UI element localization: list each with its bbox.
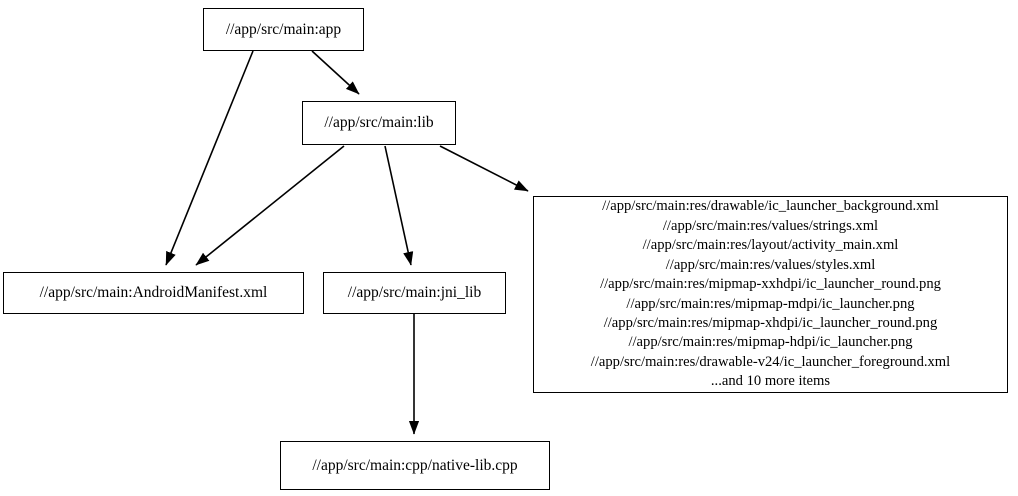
edge-lib-to-jni-lib (384, 145, 414, 266)
graph-node-native-lib-label: //app/src/main:cpp/native-lib.cpp (312, 456, 518, 474)
graph-node-res-bundle-label: //app/src/main:res/drawable/ic_launcher_… (590, 198, 951, 390)
graph-node-res-bundle[interactable]: //app/src/main:res/drawable/ic_launcher_… (533, 196, 1008, 393)
edge-app-to-lib (311, 50, 360, 95)
graph-node-app-label: //app/src/main:app (225, 20, 342, 38)
graph-node-jni-lib-label: //app/src/main:jni_lib (347, 284, 482, 302)
edge-lib-to-manifest (195, 145, 345, 266)
graph-node-jni-lib[interactable]: //app/src/main:jni_lib (323, 272, 506, 314)
graph-node-android-manifest-label: //app/src/main:AndroidManifest.xml (39, 284, 268, 302)
graph-node-lib[interactable]: //app/src/main:lib (302, 101, 456, 145)
edge-lib-to-res-bundle (439, 145, 529, 192)
graph-node-native-lib[interactable]: //app/src/main:cpp/native-lib.cpp (280, 441, 550, 490)
graph-node-app[interactable]: //app/src/main:app (203, 8, 364, 51)
graph-node-lib-label: //app/src/main:lib (324, 114, 434, 132)
edge-app-to-manifest (165, 50, 254, 266)
graph-node-android-manifest[interactable]: //app/src/main:AndroidManifest.xml (3, 272, 304, 314)
